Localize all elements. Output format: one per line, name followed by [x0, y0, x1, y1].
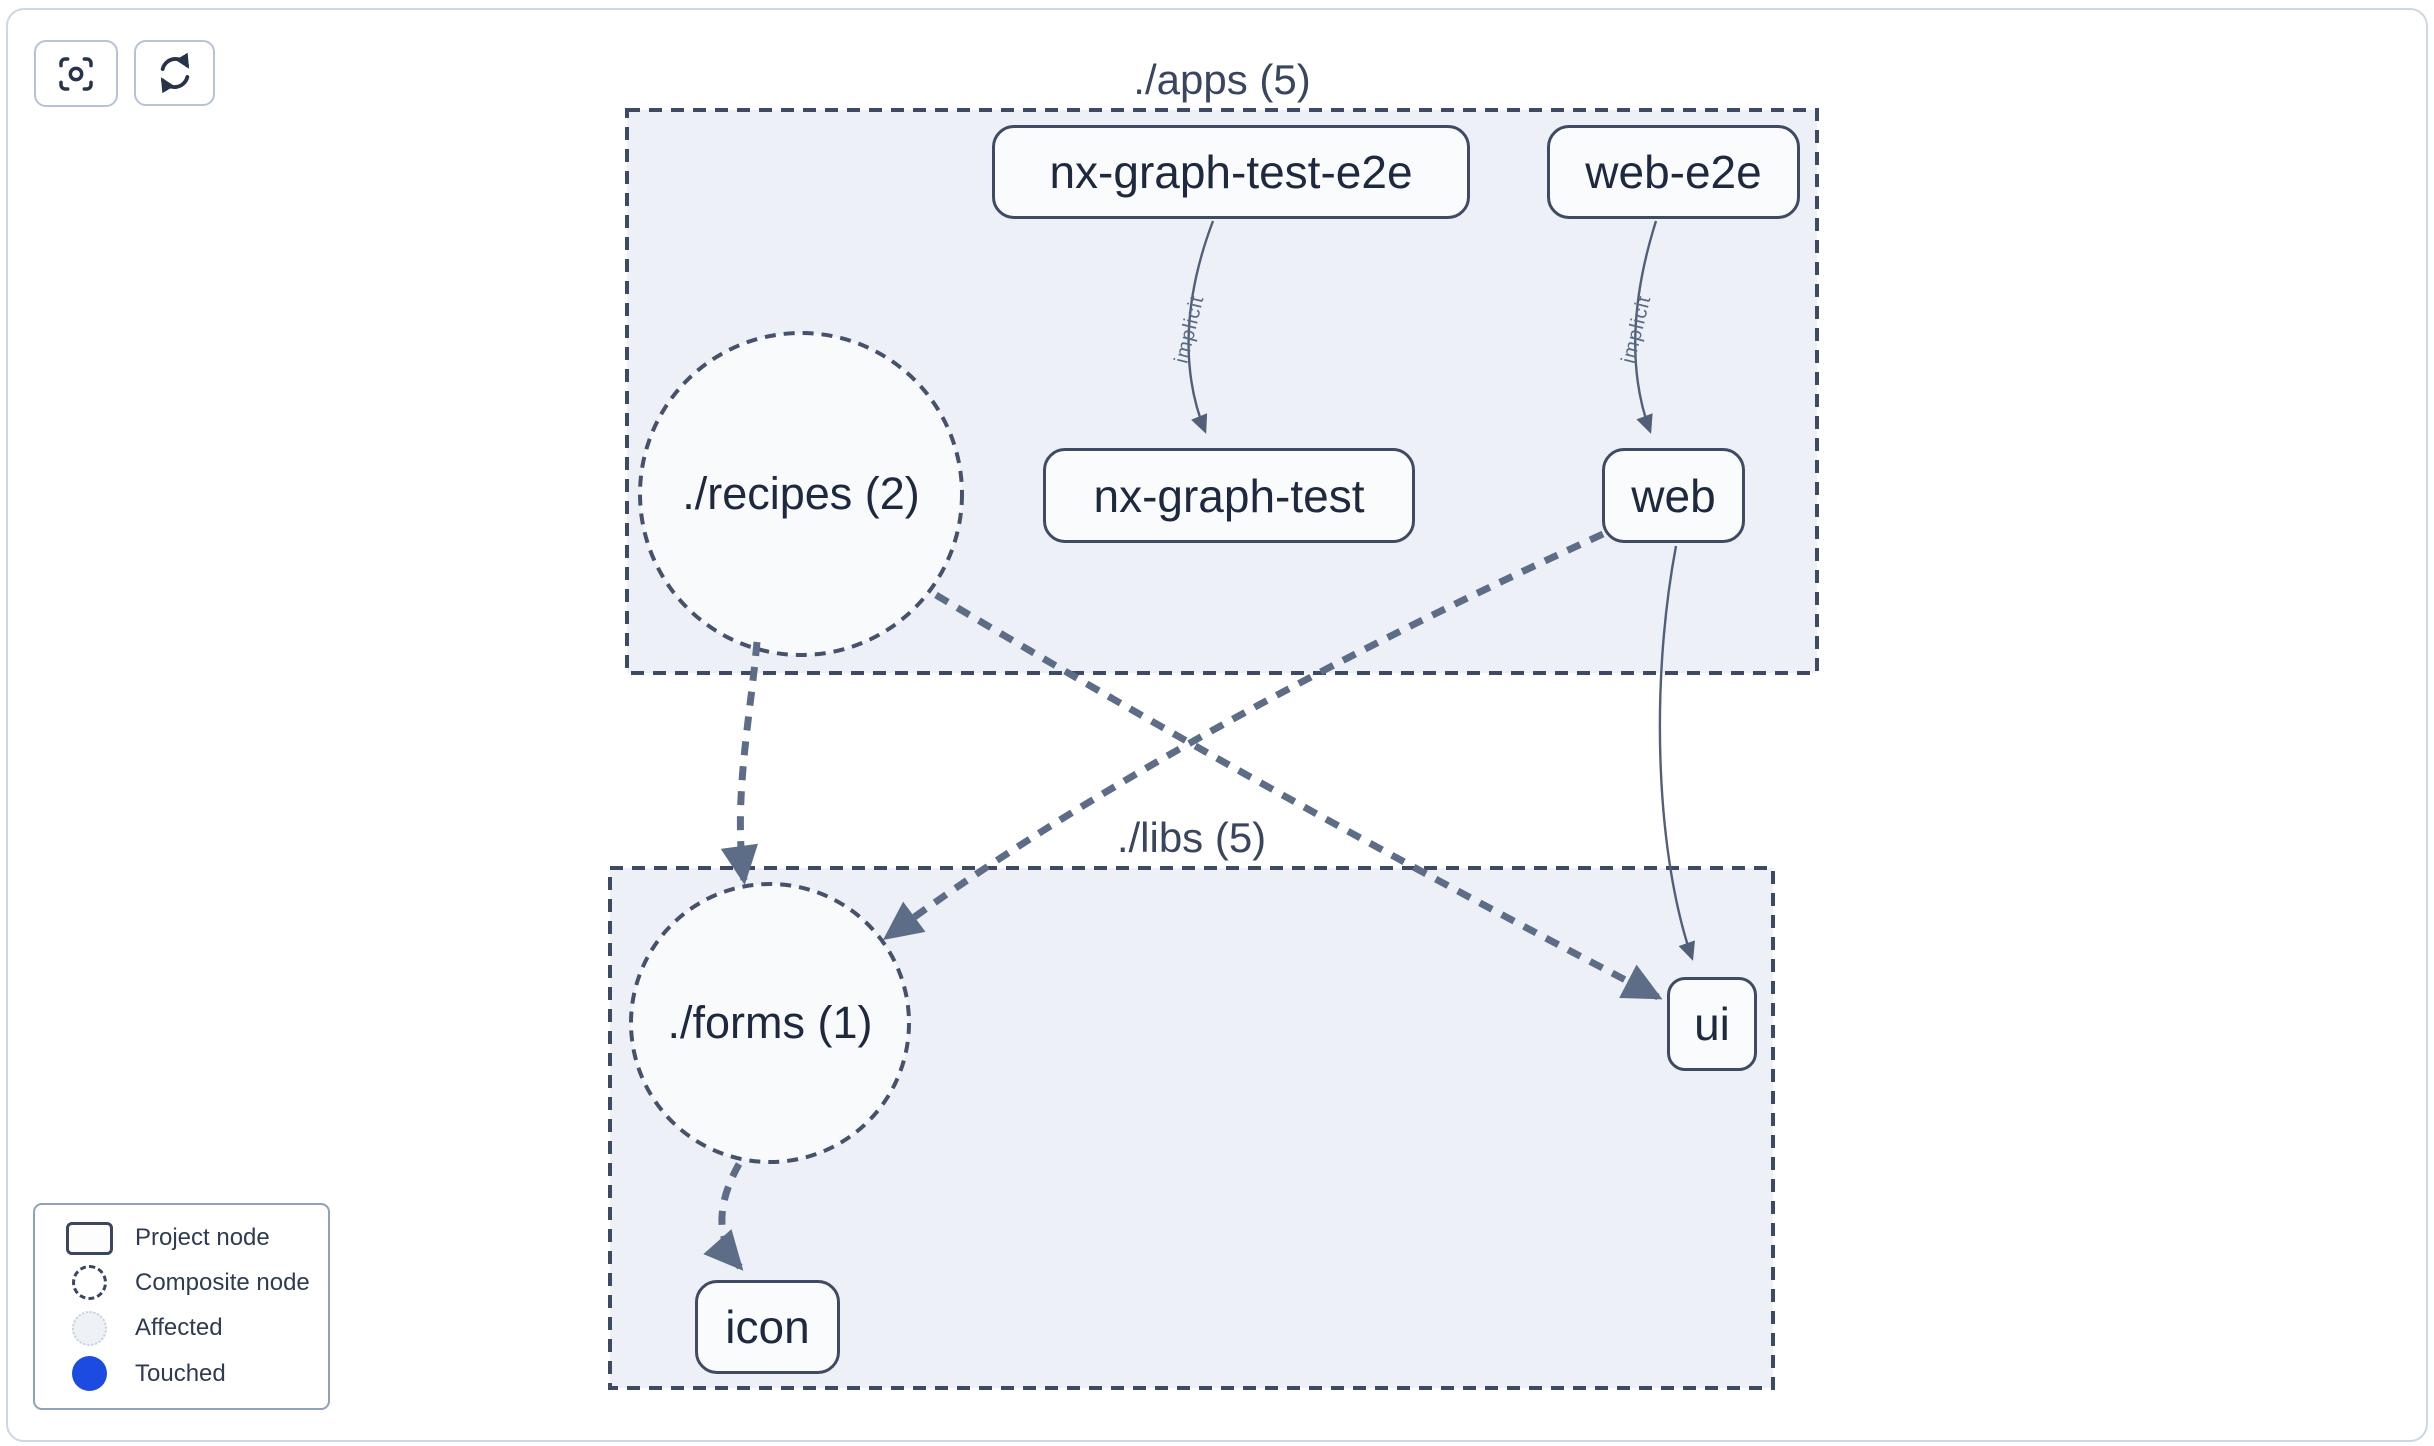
- composite-node-forms-circle[interactable]: [629, 882, 911, 1164]
- edge-forms-to-icon: [703, 1162, 744, 1271]
- composite-node-swatch: [61, 1265, 117, 1301]
- legend-label: Affected: [135, 1314, 223, 1342]
- touched-swatch: [61, 1356, 117, 1392]
- refresh-icon: [155, 53, 195, 93]
- composite-node-recipes-circle[interactable]: [638, 331, 964, 657]
- zoom-to-fit-button[interactable]: [34, 40, 118, 107]
- legend-label: Project node: [135, 1224, 270, 1252]
- scan-focus-icon: [56, 54, 96, 94]
- group-libs-label: ./libs (5): [1116, 814, 1267, 861]
- project-node-ui[interactable]: ui: [1667, 977, 1757, 1071]
- composite-node-forms-label[interactable]: ./forms (1): [667, 997, 873, 1048]
- legend-label: Composite node: [135, 1268, 310, 1296]
- legend-label: Touched: [135, 1359, 226, 1387]
- legend-row-composite-node: Composite node: [35, 1265, 328, 1301]
- edge-web-e2e-to-web: [1634, 220, 1658, 434]
- project-node-web[interactable]: web: [1602, 448, 1745, 543]
- legend: Project node Composite node Affected Tou…: [33, 1203, 330, 1410]
- refresh-button[interactable]: [134, 40, 215, 106]
- project-node-nx-graph-test-e2e[interactable]: nx-graph-test-e2e: [992, 125, 1470, 219]
- group-apps-label: ./apps (5): [1133, 56, 1311, 103]
- edge-recipes-to-ui: [934, 591, 1663, 1001]
- project-node-nx-graph-test[interactable]: nx-graph-test: [1043, 448, 1415, 543]
- project-node-web-e2e[interactable]: web-e2e: [1547, 125, 1800, 219]
- project-node-swatch: [61, 1221, 117, 1255]
- legend-row-affected: Affected: [35, 1310, 328, 1346]
- composite-node-recipes-label[interactable]: ./recipes (2): [682, 468, 920, 519]
- edge-web-to-ui: [1658, 545, 1695, 961]
- edge-web-to-forms: [882, 530, 1605, 941]
- legend-row-touched: Touched: [35, 1356, 328, 1392]
- legend-row-project-node: Project node: [35, 1221, 328, 1255]
- edge-recipes-to-forms: [720, 641, 761, 886]
- project-node-icon[interactable]: icon: [695, 1280, 840, 1374]
- edge-nx-graph-test-e2e-to-nx-graph-test: [1187, 220, 1215, 434]
- affected-swatch: [61, 1310, 117, 1346]
